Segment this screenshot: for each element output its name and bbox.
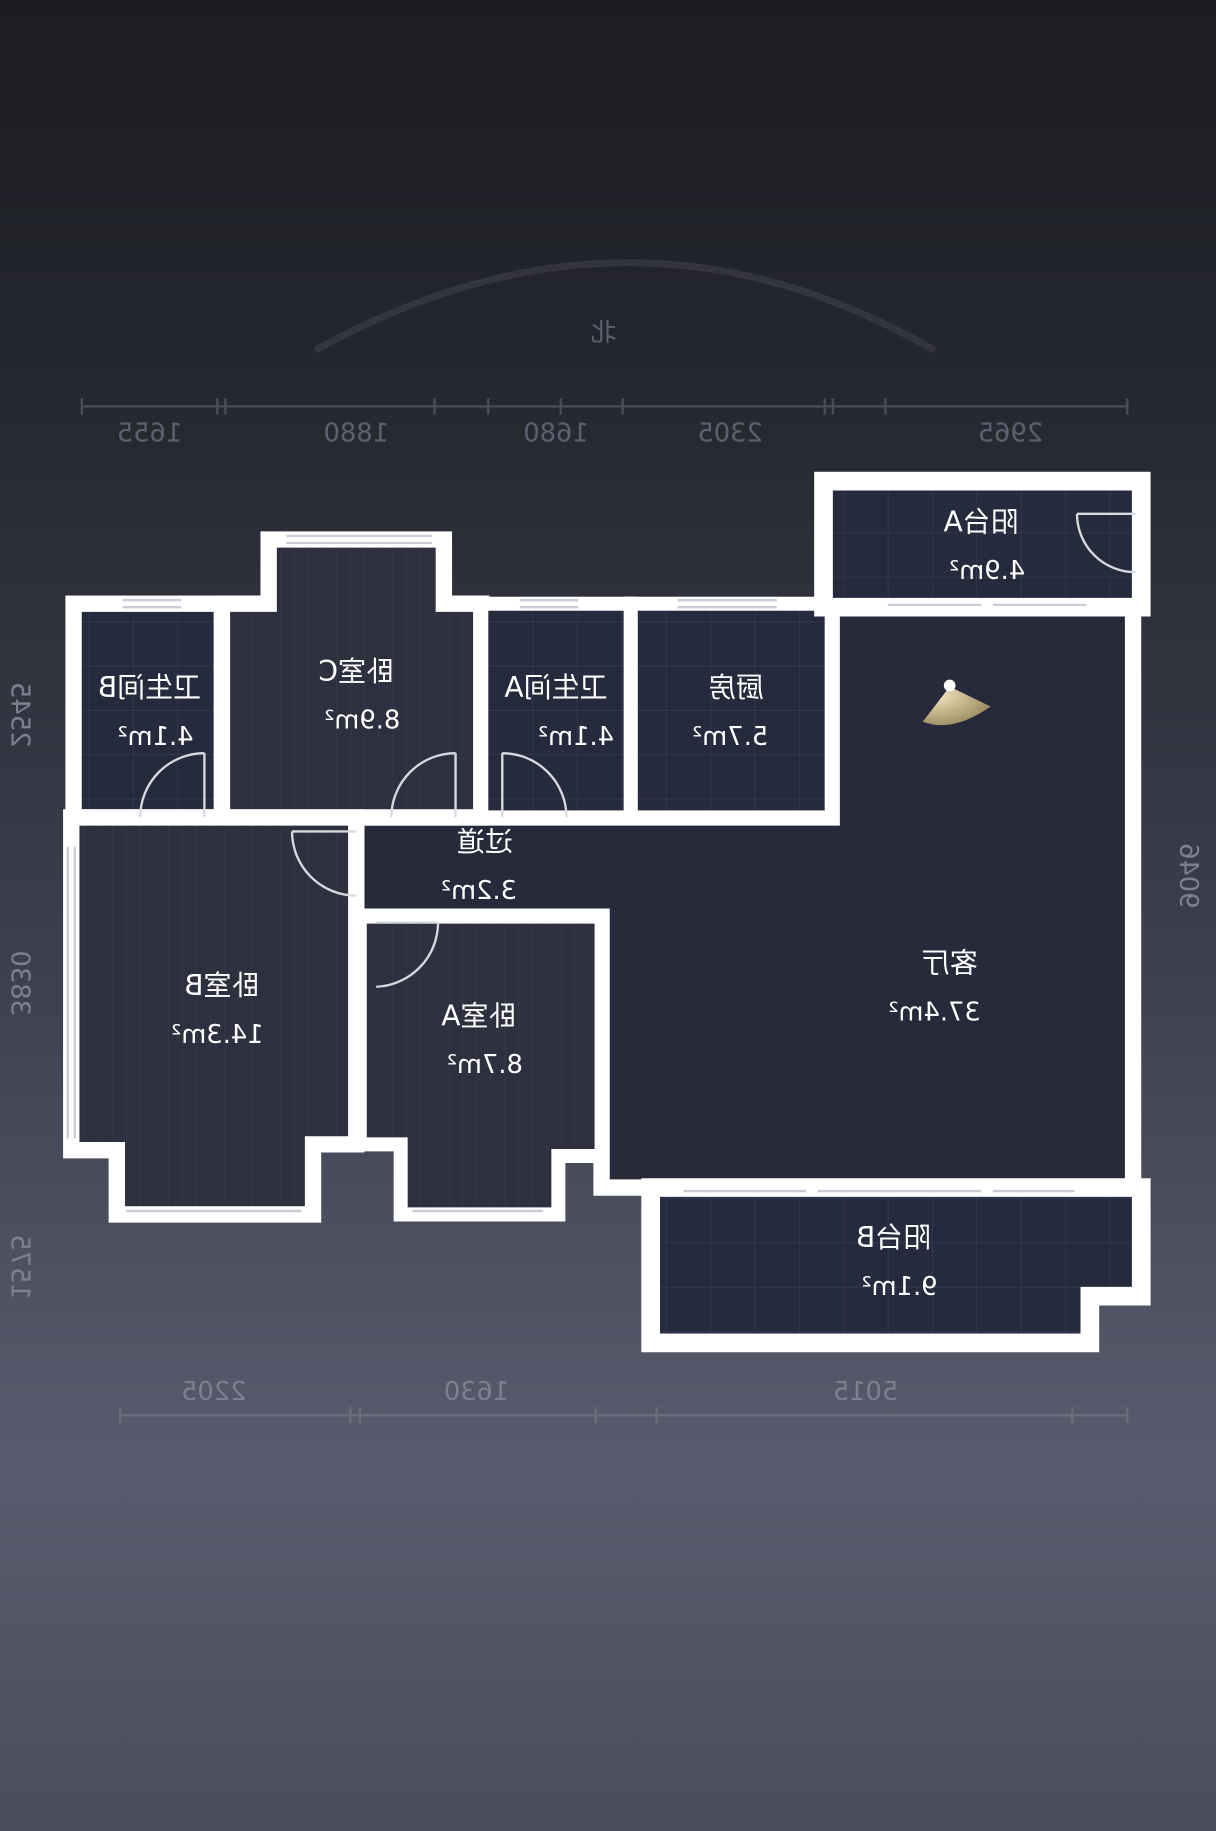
bottom-dimension-line [119,1407,1129,1424]
room-label-bedroom-a: 卧室A 8.7m² [441,999,523,1080]
room-label-balcony-a: 阳台A 4.9m² [944,505,1026,586]
room-balcony-a [814,471,1151,617]
svg-text:厨房: 厨房 [708,671,764,704]
svg-text:卫生间A: 卫生间A [504,671,607,704]
room-label-corridor: 过道 3.2m² [441,825,517,906]
dim-right-1: 9046 [1173,843,1203,908]
dim-bottom-3: 5015 [833,1377,898,1407]
room-label-living-room: 客厅 37.4m² [888,947,981,1028]
svg-text:卧室C: 卧室C [318,655,394,688]
svg-text:客厅: 客厅 [922,947,978,980]
dim-top-5: 2965 [978,418,1043,448]
windows [66,534,1087,1213]
svg-text:4.9m²: 4.9m² [949,556,1025,586]
room-bedroom-a [352,909,609,1222]
top-dimension-line [80,398,1129,415]
room-balcony-b [641,1178,1151,1353]
room-bedroom-b [63,809,365,1223]
svg-text:14.3m²: 14.3m² [171,1020,264,1050]
room-bathroom-a [474,596,638,825]
svg-text:阳台B: 阳台B [856,1221,931,1254]
dim-bottom-2: 1630 [444,1377,509,1407]
svg-text:4.1m²: 4.1m² [117,722,193,752]
doors [139,512,1136,988]
svg-text:8.9m²: 8.9m² [324,706,400,736]
camera-view-icon [922,679,991,726]
svg-text:卧室B: 卧室B [184,969,259,1002]
room-label-bathroom-a: 卫生间A 4.1m² [504,671,614,752]
svg-text:8.7m²: 8.7m² [447,1050,523,1080]
room-label-bedroom-b: 卧室B 14.3m² [171,969,264,1050]
compass-north-label: 北 [591,318,617,348]
dim-top-3: 1680 [523,418,588,448]
svg-text:过道: 过道 [457,825,513,858]
dim-left-3: 1575 [5,1234,35,1299]
dim-top-1: 1655 [117,418,182,448]
dim-top-4: 2305 [697,418,762,448]
svg-text:3.2m²: 3.2m² [441,876,517,906]
svg-text:卫生间B: 卫生间B [98,671,201,704]
svg-text:4.1m²: 4.1m² [538,722,614,752]
room-label-balcony-b: 阳台B 9.1m² [856,1221,938,1302]
svg-text:9.1m²: 9.1m² [861,1272,937,1302]
dim-left-1: 2545 [5,682,35,747]
compass-arc [313,259,937,354]
room-label-kitchen: 厨房 5.7m² [692,671,768,752]
dim-left-2: 3830 [5,951,35,1016]
room-kitchen [623,596,839,825]
svg-text:卧室A: 卧室A [441,999,516,1032]
svg-text:阳台A: 阳台A [944,505,1019,538]
dim-top-2: 1880 [324,418,389,448]
dim-bottom-1: 2205 [181,1377,246,1407]
svg-text:5.7m²: 5.7m² [692,722,768,752]
svg-text:37.4m²: 37.4m² [888,998,981,1028]
room-label-bedroom-c: 卧室C 8.9m² [318,655,400,736]
room-label-bathroom-b: 卫生间B 4.1m² [98,671,201,752]
